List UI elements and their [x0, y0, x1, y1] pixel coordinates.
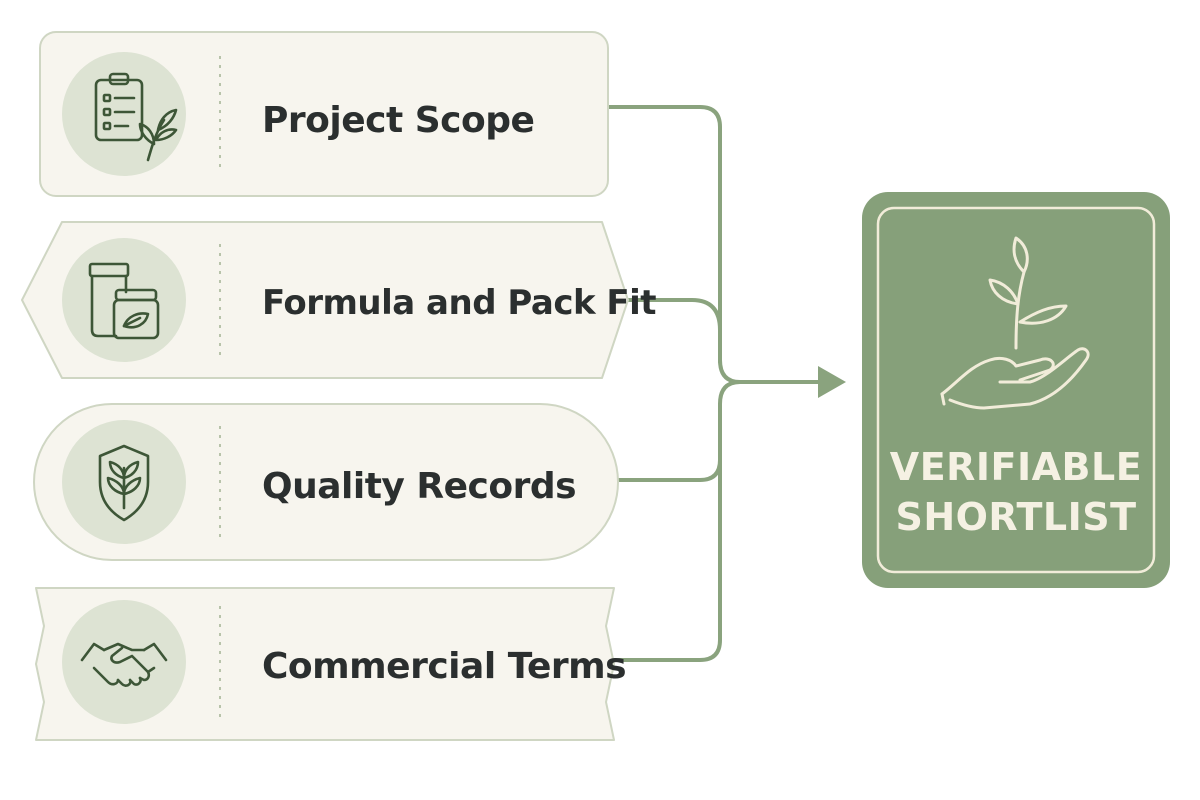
input-card-quality-records: Quality Records	[33, 403, 619, 561]
icon-circle	[62, 600, 186, 724]
connector-commercial-terms	[612, 402, 722, 662]
icon-circle	[62, 52, 186, 176]
input-card-project-scope: Project Scope	[39, 31, 609, 197]
input-card-commercial-terms: Commercial Terms	[35, 587, 627, 741]
cosmetic-tube-jar-icon	[88, 262, 160, 340]
input-card-label: Quality Records	[262, 466, 576, 507]
connectors	[606, 105, 822, 662]
input-card-label: Project Scope	[262, 100, 534, 141]
shield-leaf-icon	[98, 444, 150, 522]
hand-sprout-icon	[940, 236, 1090, 410]
connector-formula-pack-fit	[623, 298, 722, 364]
outcome-card-verifiable-shortlist: VERIFIABLE SHORTLIST	[862, 192, 1170, 588]
input-card-label: Formula and Pack Fit	[262, 283, 656, 323]
arrowhead	[818, 366, 846, 398]
input-card-formula-pack-fit: Formula and Pack Fit	[21, 221, 657, 379]
input-card-label: Commercial Terms	[262, 646, 626, 687]
outcome-label-line2: SHORTLIST	[895, 495, 1136, 539]
clipboard-leaf-icon	[94, 72, 178, 162]
connector-project-scope	[606, 105, 822, 384]
handshake-icon	[80, 642, 168, 687]
outcome-label-line1: VERIFIABLE	[890, 445, 1142, 489]
